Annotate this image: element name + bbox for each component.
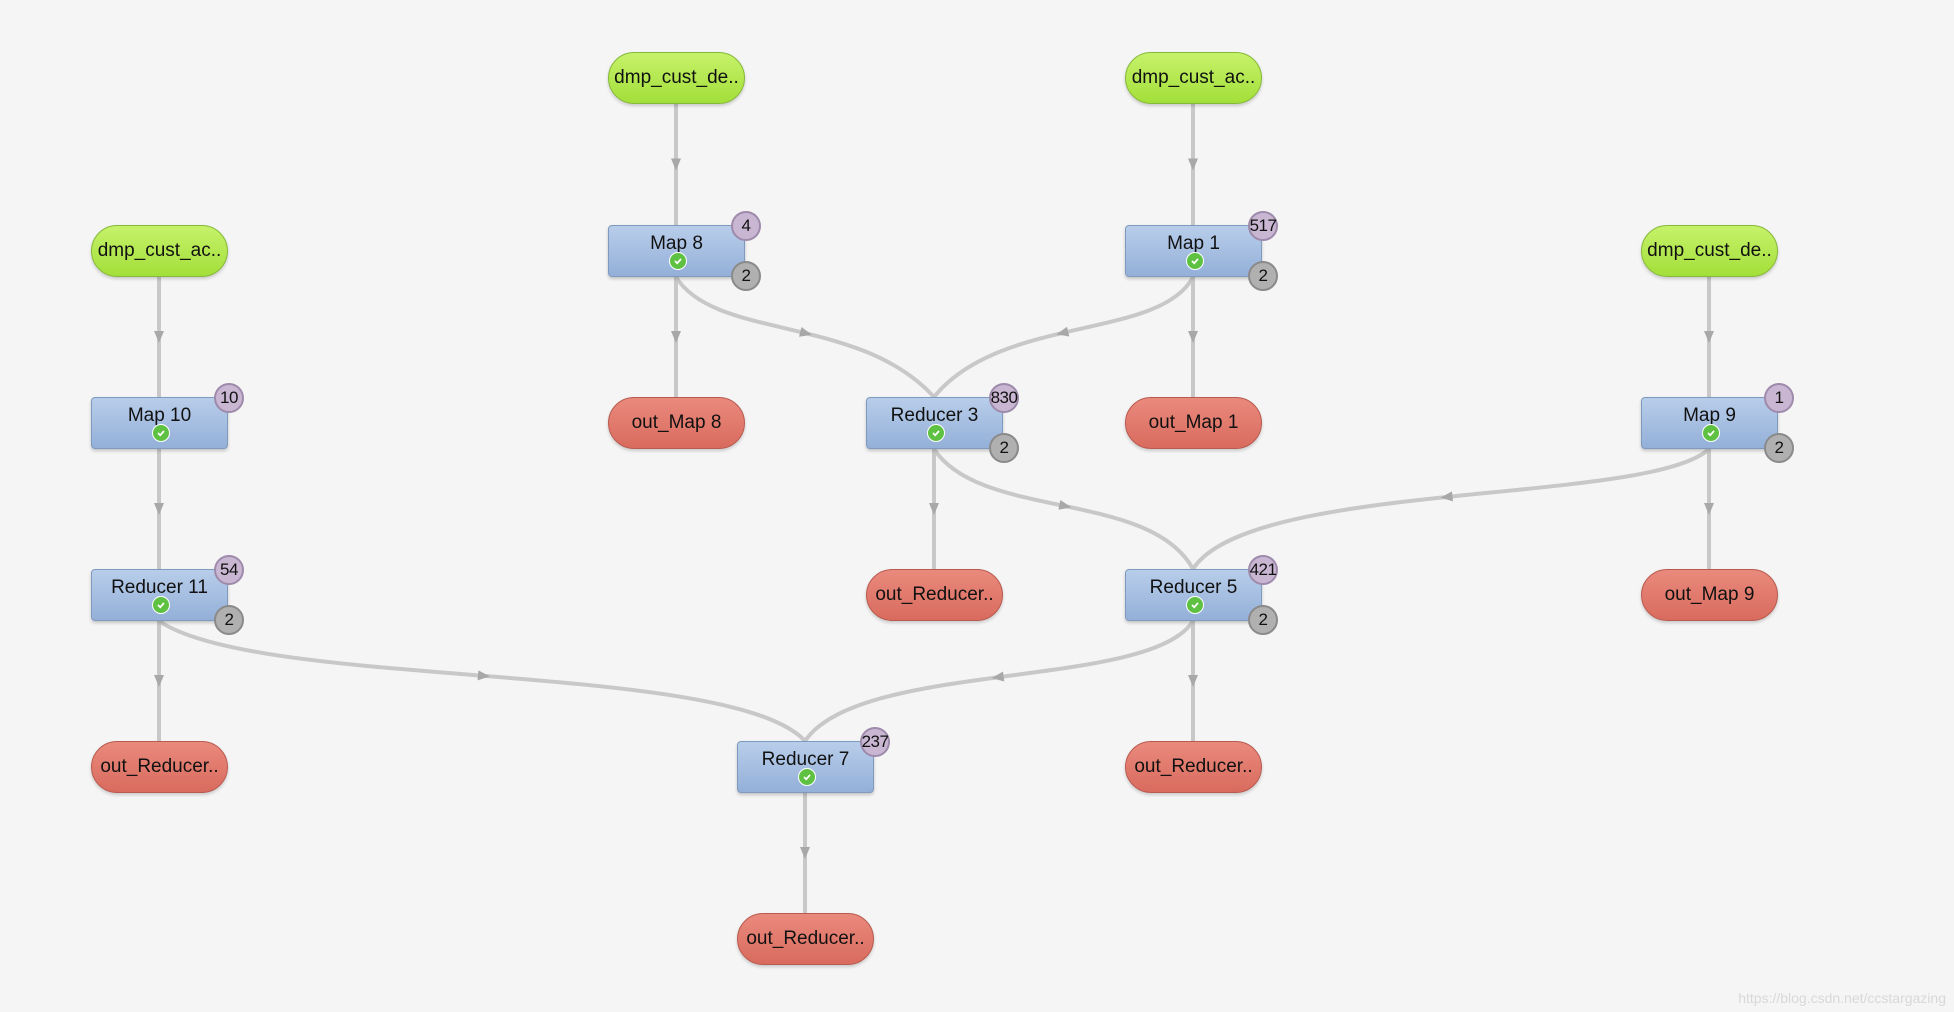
node-label: out_Map 1 xyxy=(1148,412,1239,433)
node-label: out_Reducer.. xyxy=(875,584,994,605)
edge-arrow-icon xyxy=(671,158,681,171)
node-label: out_Reducer.. xyxy=(746,928,865,949)
edge-arrow-icon xyxy=(154,331,164,343)
success-check-icon xyxy=(797,768,816,786)
edge-reducer11-to-reducer7 xyxy=(157,619,807,743)
edge-arrow-icon xyxy=(1704,331,1714,343)
edge-arrow-icon xyxy=(991,671,1005,682)
success-check-icon xyxy=(1185,596,1204,614)
sink-node-out-map-8[interactable]: out_Map 8 xyxy=(608,397,745,449)
attempt-count-badge: 2 xyxy=(731,261,761,291)
edge-arrow-icon xyxy=(799,326,812,337)
edge-arrow-icon xyxy=(800,847,810,859)
task-count-badge: 54 xyxy=(214,555,244,585)
edge-arrow-icon xyxy=(154,675,164,687)
vertex-reducer-11[interactable]: Reducer 11 54 2 xyxy=(91,555,244,635)
attempt-count-badge: 2 xyxy=(989,433,1019,463)
sink-node-out-reducer-5[interactable]: out_Reducer.. xyxy=(1125,741,1262,793)
success-check-icon xyxy=(151,596,170,614)
node-label: out_Map 8 xyxy=(631,412,722,433)
node-label: dmp_cust_de.. xyxy=(1647,240,1772,261)
task-count-badge: 4 xyxy=(731,211,761,241)
watermark: https://blog.csdn.net/ccstargazing xyxy=(1738,990,1946,1006)
edge-arrow-icon xyxy=(154,503,164,515)
node-label: dmp_cust_de.. xyxy=(614,67,739,88)
edge-arrow-icon xyxy=(1058,500,1072,510)
success-check-icon xyxy=(926,424,945,442)
task-count-badge: 830 xyxy=(989,383,1019,413)
success-check-icon xyxy=(668,252,687,270)
edge-arrow-icon xyxy=(1704,503,1714,515)
edge-map1-to-reducer3 xyxy=(932,276,1195,399)
edge-reducer3-to-reducer5 xyxy=(932,447,1195,570)
edge-map8-to-reducer3 xyxy=(674,275,936,399)
node-label: dmp_cust_ac.. xyxy=(1131,67,1256,88)
sink-node-out-reducer-7[interactable]: out_Reducer.. xyxy=(737,913,874,965)
vertex-reducer-5[interactable]: Reducer 5 421 2 xyxy=(1125,555,1278,635)
vertex-reducer-3[interactable]: Reducer 3 830 2 xyxy=(866,383,1019,463)
vertex-map-9[interactable]: Map 9 1 2 xyxy=(1641,383,1794,463)
task-count-badge: 421 xyxy=(1248,555,1278,585)
edge-arrow-icon xyxy=(477,670,490,681)
task-count-badge: 237 xyxy=(860,727,890,757)
vertex-map-8[interactable]: Map 8 4 2 xyxy=(608,211,761,291)
task-count-badge: 10 xyxy=(214,383,244,413)
edge-arrow-icon xyxy=(1440,491,1453,502)
edge-reducer5-to-reducer7 xyxy=(803,619,1195,743)
edge-arrow-icon xyxy=(929,503,939,515)
success-check-icon xyxy=(151,424,170,442)
attempt-count-badge: 2 xyxy=(1764,433,1794,463)
node-label: dmp_cust_ac.. xyxy=(97,240,222,261)
source-node-dmp-cust-ac-left[interactable]: dmp_cust_ac.. xyxy=(91,225,228,277)
edge-arrow-icon xyxy=(1056,326,1070,337)
attempt-count-badge: 2 xyxy=(214,605,244,635)
source-node-dmp-cust-de-map9[interactable]: dmp_cust_de.. xyxy=(1641,225,1778,277)
edge-map9-to-reducer5 xyxy=(1191,447,1711,571)
sink-node-out-map-1[interactable]: out_Map 1 xyxy=(1125,397,1262,449)
vertex-reducer-7[interactable]: Reducer 7 237 xyxy=(737,727,890,793)
node-label: out_Reducer.. xyxy=(1134,756,1253,777)
source-node-dmp-cust-de-map8[interactable]: dmp_cust_de.. xyxy=(608,52,745,104)
node-label: out_Map 9 xyxy=(1664,584,1755,605)
task-count-badge: 517 xyxy=(1248,211,1278,241)
vertex-map-1[interactable]: Map 1 517 2 xyxy=(1125,211,1278,291)
source-node-dmp-cust-ac-map1[interactable]: dmp_cust_ac.. xyxy=(1125,52,1262,104)
success-check-icon xyxy=(1185,252,1204,270)
node-label: out_Reducer.. xyxy=(100,756,219,777)
edge-arrow-icon xyxy=(1188,158,1198,171)
task-count-badge: 1 xyxy=(1764,383,1794,413)
edge-arrow-icon xyxy=(1188,675,1198,687)
sink-node-out-reducer-3[interactable]: out_Reducer.. xyxy=(866,569,1003,621)
sink-node-out-reducer-11[interactable]: out_Reducer.. xyxy=(91,741,228,793)
success-check-icon xyxy=(1701,424,1720,442)
edge-arrow-icon xyxy=(671,331,681,343)
attempt-count-badge: 2 xyxy=(1248,605,1278,635)
attempt-count-badge: 2 xyxy=(1248,261,1278,291)
vertex-map-10[interactable]: Map 10 10 xyxy=(91,383,244,449)
edge-arrow-icon xyxy=(1188,331,1198,343)
sink-node-out-map-9[interactable]: out_Map 9 xyxy=(1641,569,1778,621)
